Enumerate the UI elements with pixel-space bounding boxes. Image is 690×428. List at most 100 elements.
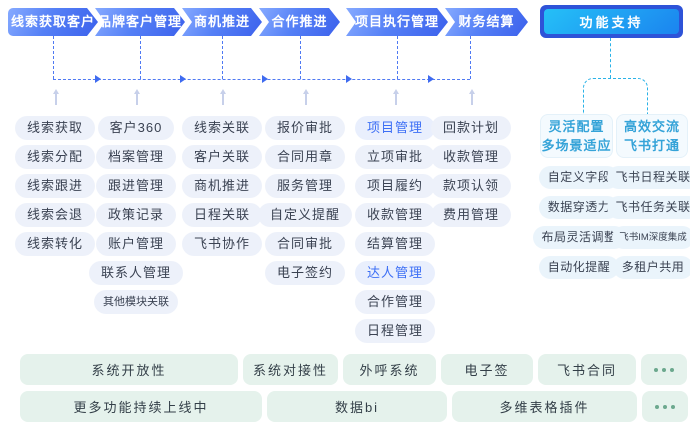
support-header-line: 飞书打通 [623,138,680,153]
flow-connector-horizontal [53,79,470,80]
more-dot-icon [663,404,667,409]
flow-connector-vertical [300,36,301,79]
more-button [641,354,687,385]
pill-project-7: 合作管理 [354,290,435,314]
support-pill-config-3: 布局灵活调整 [532,226,626,249]
capability-row2-box-2: 数据bi [267,391,447,422]
flow-step-1: 线索获取客户 [8,8,98,36]
support-header-flexible-config: 灵活配置 多场景适应 [540,114,613,158]
capability-row1-box-5: 飞书合同 [538,354,636,385]
flow-step-2: 品牌客户管理 [95,8,185,36]
column-pointer-icon [392,89,399,105]
support-pill-feishu-3: 飞书IM深度集成 [612,226,690,249]
pill-project-2: 立项审批 [354,145,435,169]
more-dot-icon [654,367,658,372]
support-button: 功能支持 [540,5,683,38]
support-feishu-column: 飞书日程关联飞书任务关联飞书IM深度集成多租户共用 [606,166,690,279]
pill-finance-2: 收款管理 [430,145,511,169]
pill-cooperation-5: 合同审批 [264,232,345,256]
support-header-feishu-comm: 高效交流 飞书打通 [616,114,688,158]
support-config-column: 自定义字段数据穿透力布局灵活调整自动化提醒 [532,166,626,279]
flow-connector-vertical [53,36,54,79]
pill-leads-3: 线索跟进 [14,174,95,198]
column-leads: 线索获取线索分配线索跟进线索会退线索转化 [0,116,115,256]
capability-row1-box-4: 电子签 [441,354,533,385]
pill-cooperation-3: 服务管理 [264,174,345,198]
pill-project-1: 项目管理 [354,116,435,140]
capability-row1-box-2: 系统对接性 [243,354,338,385]
pill-customer-7: 其他模块关联 [94,290,178,314]
flow-step-5: 项目执行管理 [346,8,448,36]
flow-connector-vertical [140,36,141,79]
pill-project-3: 项目履约 [354,174,435,198]
support-header-line: 多场景适应 [541,138,612,153]
pill-cooperation-2: 合同用章 [264,145,345,169]
flow-arrow-right-icon [262,75,268,83]
support-header-line: 高效交流 [623,119,680,134]
pill-leads-2: 线索分配 [14,145,95,169]
pill-opportunity-4: 日程关联 [181,203,262,227]
column-customer: 客户360 档案管理跟进管理政策记录账户管理联系人管理其他模块关联 [76,116,196,314]
column-finance: 回款计划收款管理款项认领费用管理 [411,116,531,227]
pill-project-5: 结算管理 [354,232,435,256]
pill-cooperation-6: 电子签约 [264,261,345,285]
flow-connector-vertical [470,36,471,79]
capability-row2-box-3: 多维表格插件 [452,391,637,422]
support-pill-config-2: 数据穿透力 [538,196,620,219]
flow-step-4: 合作推进 [259,8,340,36]
pill-opportunity-2: 客户关联 [181,145,262,169]
more-button [642,391,688,422]
flow-connector-vertical [222,36,223,79]
support-connector-branch [583,78,648,115]
support-pill-config-1: 自定义字段 [538,166,620,189]
pill-project-6: 达人管理 [354,261,435,285]
capability-row2-box-1: 更多功能持续上线中 [20,391,262,422]
support-header-line: 灵活配置 [548,119,605,134]
capability-row1-box-3: 外呼系统 [343,354,436,385]
pill-finance-1: 回款计划 [430,116,511,140]
column-cooperation: 报价审批合同用章服务管理自定义提醒合同审批电子签约 [245,116,365,285]
pill-finance-3: 款项认领 [430,174,511,198]
support-connector-line [610,38,611,78]
pill-customer-6: 联系人管理 [88,261,183,285]
column-pointer-icon [468,89,475,105]
more-dot-icon [655,404,659,409]
support-pill-feishu-2: 飞书任务关联 [606,196,690,219]
pill-customer-2: 档案管理 [95,145,176,169]
column-pointer-icon [302,89,309,105]
flow-step-6: 财务结算 [445,8,528,36]
pill-leads-5: 线索转化 [14,232,95,256]
flow-arrow-right-icon [346,75,352,83]
support-pill-config-4: 自动化提醒 [538,256,620,279]
support-button-label: 功能支持 [544,9,679,34]
pill-leads-1: 线索获取 [14,116,95,140]
support-pill-feishu-1: 飞书日程关联 [606,166,690,189]
pill-customer-5: 账户管理 [95,232,176,256]
pill-customer-3: 跟进管理 [95,174,176,198]
flow-step-3: 商机推进 [182,8,262,36]
pill-cooperation-4: 自定义提醒 [257,203,352,227]
pill-cooperation-1: 报价审批 [264,116,345,140]
more-dot-icon [670,367,674,372]
flow-arrow-right-icon [428,75,434,83]
more-dot-icon [662,367,666,372]
pill-opportunity-3: 商机推进 [181,174,262,198]
pill-opportunity-1: 线索关联 [181,116,262,140]
flow-arrow-right-icon [95,75,101,83]
column-pointer-icon [52,89,59,105]
pill-finance-4: 费用管理 [430,203,511,227]
flow-arrow-right-icon [180,75,186,83]
pill-customer-1: 客户360 [97,116,175,140]
pill-leads-4: 线索会退 [14,203,95,227]
column-project: 项目管理立项审批项目履约收款管理结算管理达人管理合作管理日程管理 [335,116,455,343]
column-pointer-icon [219,89,226,105]
more-dot-icon [671,404,675,409]
column-opportunity: 线索关联客户关联商机推进日程关联飞书协作 [162,116,282,256]
pill-project-8: 日程管理 [354,319,435,343]
flow-connector-vertical [397,36,398,79]
column-pointer-icon [133,89,140,105]
support-pill-feishu-4: 多租户共用 [612,256,690,279]
pill-opportunity-5: 飞书协作 [181,232,262,256]
pill-project-4: 收款管理 [354,203,435,227]
pill-customer-4: 政策记录 [95,203,176,227]
